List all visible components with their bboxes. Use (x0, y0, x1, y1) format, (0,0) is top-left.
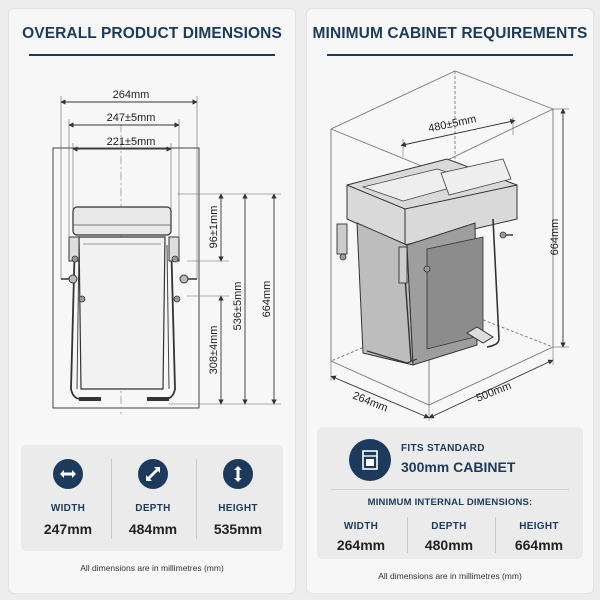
stat-divider (495, 517, 496, 553)
pull-out-bin-unit (336, 158, 518, 366)
product-dimension-drawing: 264mm 247±5mm 221±5mm 96±1mm 308±4mm 536… (52, 89, 281, 414)
min-height-value: 664mm (514, 537, 564, 553)
label-width-mid: 247±5mm (107, 112, 156, 124)
dim-line-cabinet-width (428, 359, 554, 419)
dim-line-cabinet-depth (330, 375, 430, 419)
min-depth-value: 480mm (424, 537, 474, 553)
horizontal-arrows-icon (53, 459, 83, 489)
title-underline (327, 54, 573, 56)
diagonal-arrows-icon (138, 459, 168, 489)
footnote: All dimensions are in millimetres (mm) (80, 563, 224, 573)
label-height-mid: 536±5mm (232, 282, 244, 331)
title-underline (29, 54, 275, 56)
label-cabinet-width: 500mm (475, 380, 514, 405)
depth-stat-label: DEPTH (135, 503, 171, 514)
height-stat-label: HEIGHT (218, 503, 258, 514)
min-width-value: 264mm (336, 537, 386, 553)
min-height-label: HEIGHT (519, 521, 559, 532)
cabinet-requirements-title: MINIMUM CABINET REQUIREMENTS (312, 25, 588, 42)
label-inner-width: 480±5mm (427, 113, 477, 135)
fits-standard-label: FITS STANDARD (401, 443, 485, 454)
cabinet-dimension-drawing: 480±5mm 664mm 264mm 500mm (330, 70, 569, 421)
cabinet-icon (349, 439, 391, 481)
overall-dimensions-panel: OVERALL PRODUCT DIMENSIONS (8, 8, 296, 594)
stat-divider (196, 459, 197, 539)
product-stats-box: WIDTH 247mm DEPTH 484mm HEIGHT 535mm (21, 445, 283, 551)
vertical-arrows-icon (223, 459, 253, 489)
label-height-lower: 308±4mm (208, 326, 220, 375)
label-height-overall: 664mm (261, 281, 273, 318)
depth-stat-value: 484mm (128, 521, 178, 537)
width-stat-value: 247mm (43, 521, 93, 537)
min-internal-heading: MINIMUM INTERNAL DIMENSIONS: (367, 497, 533, 508)
label-height-top: 96±1mm (208, 206, 220, 249)
height-stat-value: 535mm (213, 521, 263, 537)
label-width-inner: 221±5mm (107, 136, 156, 148)
dim-line-inner-width (400, 118, 516, 148)
box-divider (331, 489, 569, 490)
stat-divider (111, 459, 112, 539)
cabinet-requirements-panel: MINIMUM CABINET REQUIREMENTS (306, 8, 594, 594)
label-cabinet-height: 664mm (549, 219, 561, 256)
footnote: All dimensions are in millimetres (mm) (378, 571, 522, 581)
label-width-overall: 264mm (113, 89, 150, 101)
adjustment-knob-left (68, 274, 78, 284)
fits-standard-value: 300mm CABINET (401, 459, 516, 475)
min-depth-label: DEPTH (431, 521, 467, 532)
bin-body (78, 236, 166, 390)
label-cabinet-depth: 264mm (351, 390, 390, 415)
overall-dimensions-title: OVERALL PRODUCT DIMENSIONS (22, 25, 282, 42)
adjustment-knob-right (179, 274, 189, 284)
bin-lid (72, 206, 172, 236)
cabinet-info-box: FITS STANDARD 300mm CABINET MINIMUM INTE… (317, 427, 583, 559)
width-stat-label: WIDTH (50, 503, 86, 514)
min-width-label: WIDTH (343, 521, 379, 532)
stat-divider (407, 517, 408, 553)
